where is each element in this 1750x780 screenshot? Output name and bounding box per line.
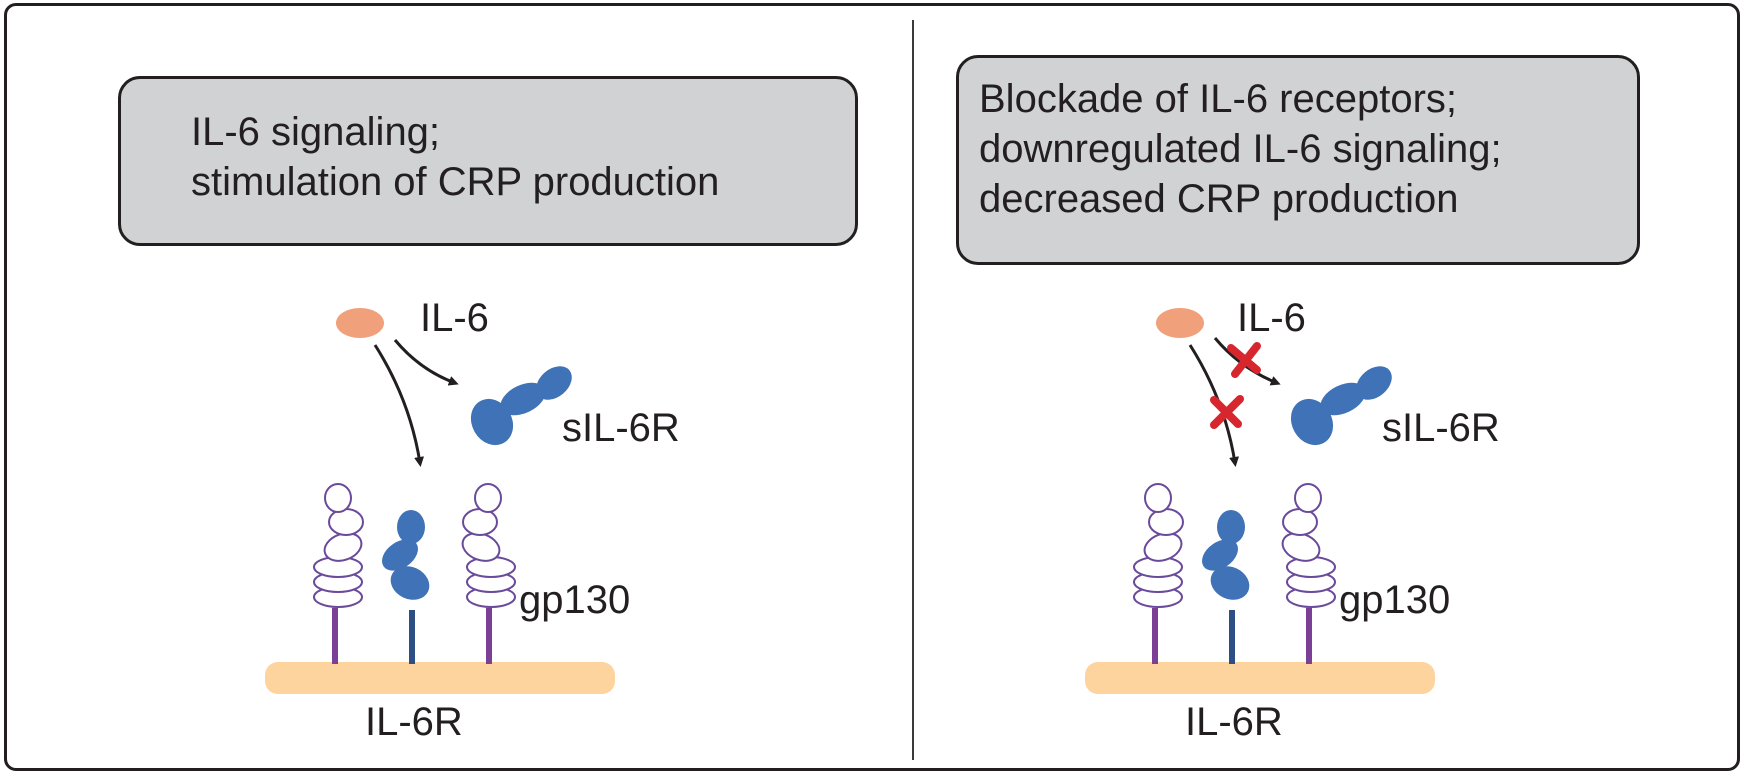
gp130-left [313, 483, 364, 664]
label-il6: IL-6 [420, 296, 489, 340]
title-line-2: downregulated IL-6 signaling; [979, 127, 1502, 171]
gp130-right [461, 483, 516, 664]
membrane-il6-receptor [1201, 510, 1250, 664]
label-il6: IL-6 [1237, 296, 1306, 340]
title-line-1: Blockade of IL-6 receptors; [979, 77, 1458, 121]
cell-membrane [1085, 662, 1435, 694]
block-x-icon-membrane [1210, 395, 1244, 429]
il6-ligand [1156, 308, 1204, 338]
panel-il6-signaling: IL-6 signaling; stimulation of CRP produ… [118, 76, 858, 744]
title-line-1: IL-6 signaling; [191, 110, 441, 154]
gp130-left [1133, 483, 1184, 664]
soluble-il6-receptor [1290, 366, 1392, 446]
blockade-illustration [1085, 308, 1435, 694]
figure-frame [4, 3, 1740, 771]
title-line-3: decreased CRP production [979, 177, 1459, 221]
label-sil6r: sIL-6R [562, 406, 680, 450]
arrow-to-membrane-receptor [373, 344, 424, 467]
block-x-icon-soluble [1227, 342, 1261, 378]
label-il6r: IL-6R [365, 700, 463, 744]
title-box: IL-6 signaling; stimulation of CRP produ… [118, 76, 858, 246]
gp130-right [1281, 483, 1336, 664]
label-gp130: gp130 [519, 578, 631, 622]
signaling-illustration [265, 308, 615, 694]
panel-divider [912, 20, 914, 760]
soluble-il6-receptor [470, 366, 572, 446]
label-il6r: IL-6R [1185, 700, 1283, 744]
label-sil6r: sIL-6R [1382, 406, 1500, 450]
panel-il6-blockade: Blockade of IL-6 receptors; downregulate… [875, 0, 1750, 780]
label-gp130: gp130 [1339, 578, 1451, 622]
il6-ligand [336, 308, 384, 338]
title-line-2: stimulation of CRP production [191, 160, 720, 204]
cell-membrane [265, 662, 615, 694]
membrane-il6-receptor [381, 510, 430, 664]
arrow-to-soluble-receptor [393, 339, 459, 386]
title-box: Blockade of IL-6 receptors; downregulate… [956, 55, 1640, 265]
